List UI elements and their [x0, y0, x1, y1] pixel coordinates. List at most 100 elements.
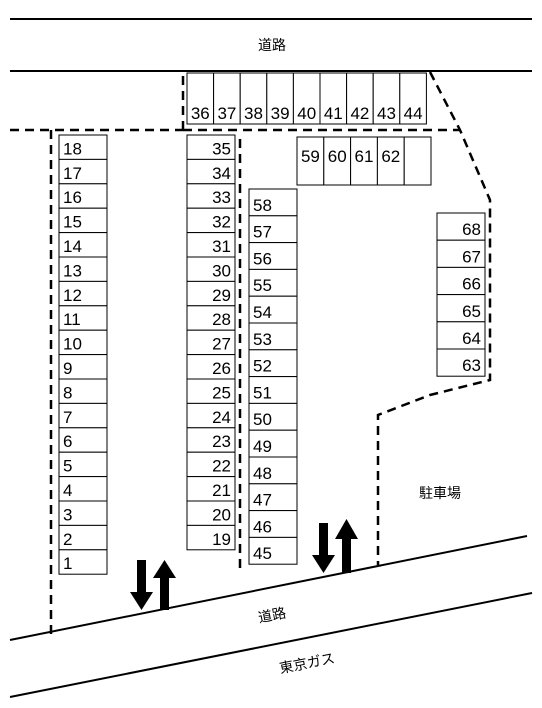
parking-slot-box [248, 376, 298, 404]
parking-slot: 40 [292, 72, 321, 125]
parking-slot-box [323, 136, 352, 186]
parking-slot: 11 [58, 305, 108, 331]
parking-slot: 16 [58, 183, 108, 209]
parking-slot-number: 31 [212, 237, 231, 256]
parking-slot: 62 [376, 136, 405, 186]
parking-slot: 38 [239, 72, 268, 125]
parking-slot-box [186, 354, 236, 380]
parking-slot-number: 14 [63, 237, 82, 256]
parking-slot: 32 [186, 207, 236, 234]
parking-slot-box [58, 354, 108, 380]
parking-slot-box [248, 429, 298, 458]
parking-slot: 65 [436, 294, 486, 323]
parking-slot-box [186, 451, 236, 478]
parking-slot: 49 [248, 429, 298, 458]
parking-slot-number: 10 [63, 335, 82, 354]
bottom-road-edge-lower [9, 592, 533, 698]
parking-slot-box [436, 348, 486, 377]
parking-slot: 41 [319, 72, 348, 125]
parking-slot-number: 20 [212, 505, 231, 524]
parking-slot: 47 [248, 483, 298, 512]
parking-slot: 7 [58, 402, 108, 429]
parking-slot-number: 25 [212, 383, 231, 402]
parking-slot-box [436, 321, 486, 350]
entrance-arrow-west-icon [130, 560, 176, 610]
parking-slot: 23 [186, 427, 236, 453]
parking-slot-box [186, 329, 236, 356]
parking-slot-number: 63 [462, 356, 481, 375]
parking-slot-number: 7 [63, 408, 72, 427]
parking-slot-number: 4 [63, 481, 72, 500]
parking-slot: 68 [436, 212, 486, 241]
parking-slot: 17 [58, 158, 108, 185]
parking-slot-number: 47 [253, 491, 272, 510]
parking-slot: 60 [323, 136, 352, 186]
parking-slot-number: 53 [253, 330, 272, 349]
parking-slot: 57 [248, 215, 298, 244]
parking-slot: 2 [58, 524, 108, 551]
parking-slot: 45 [248, 536, 298, 565]
parking-slot-number: 11 [63, 310, 81, 329]
parking-slot: 18 [58, 134, 108, 160]
parking-slot: 13 [58, 256, 108, 282]
parking-slot-box [186, 476, 236, 502]
parking-slot: 9 [58, 354, 108, 380]
parking-slot-box [403, 136, 432, 186]
parking-slot-number: 19 [212, 530, 231, 549]
parking-slot: 10 [58, 329, 108, 356]
parking-slot-number: 48 [253, 464, 272, 483]
bottom-road-label: 道路 [257, 605, 288, 626]
parking-slot-box [296, 136, 325, 186]
parking-slot-number: 49 [253, 437, 272, 456]
parking-slot: 6 [58, 427, 108, 453]
parking-slot: 22 [186, 451, 236, 478]
parking-slot-number: 18 [63, 139, 82, 158]
parking-slot-number: 27 [212, 335, 231, 354]
parking-slot-box [186, 524, 236, 551]
parking-slot-number: 16 [63, 188, 82, 207]
gas-company-label: 東京ガス [278, 651, 336, 677]
parking-slot-number: 65 [462, 302, 481, 321]
parking-slot-number: 40 [297, 104, 316, 123]
parking-slot: 36 [186, 72, 215, 125]
parking-slot: 67 [436, 239, 486, 268]
parking-lot-label: 駐車場 [419, 485, 461, 502]
parking-slot: 48 [248, 456, 298, 485]
parking-slot-number: 37 [217, 104, 236, 123]
parking-slot: 1 [58, 549, 108, 575]
parking-slot-number: 42 [350, 104, 369, 123]
parking-slot-box [248, 242, 298, 270]
parking-slot-number: 33 [212, 188, 231, 207]
parking-slot: 5 [58, 451, 108, 478]
parking-slot-number: 22 [212, 457, 231, 476]
parking-slot-number: 45 [253, 544, 272, 563]
parking-slot-number: 24 [212, 408, 231, 427]
parking-slot: 33 [186, 183, 236, 209]
parking-slot-box [248, 268, 298, 297]
parking-slot: 28 [186, 305, 236, 331]
parking-slot-number: 36 [191, 104, 210, 123]
parking-slot: 58 [248, 188, 298, 217]
parking-slot-box [346, 72, 374, 125]
parking-slot-box [248, 536, 298, 565]
parking-slot-box [58, 232, 108, 258]
parking-slot-box [186, 500, 236, 526]
entrance-arrow-east-icon [312, 519, 358, 573]
parking-slot-number: 38 [244, 104, 263, 123]
parking-slot-number: 21 [212, 481, 231, 500]
parking-slot: 4 [58, 476, 108, 502]
parking-slot: 44 [399, 72, 427, 125]
parking-slot-number: 67 [462, 247, 481, 266]
parking-slot: 21 [186, 476, 236, 502]
parking-slot-number: 68 [462, 220, 481, 239]
parking-slot-box [58, 549, 108, 575]
parking-slot: 29 [186, 280, 236, 307]
parking-slot: 43 [372, 72, 401, 125]
parking-slot: 37 [213, 72, 241, 125]
parking-slot-number: 9 [63, 359, 72, 378]
parking-slot: 64 [436, 321, 486, 350]
parking-slot: 50 [248, 402, 298, 431]
parking-slot-number: 58 [253, 196, 272, 215]
